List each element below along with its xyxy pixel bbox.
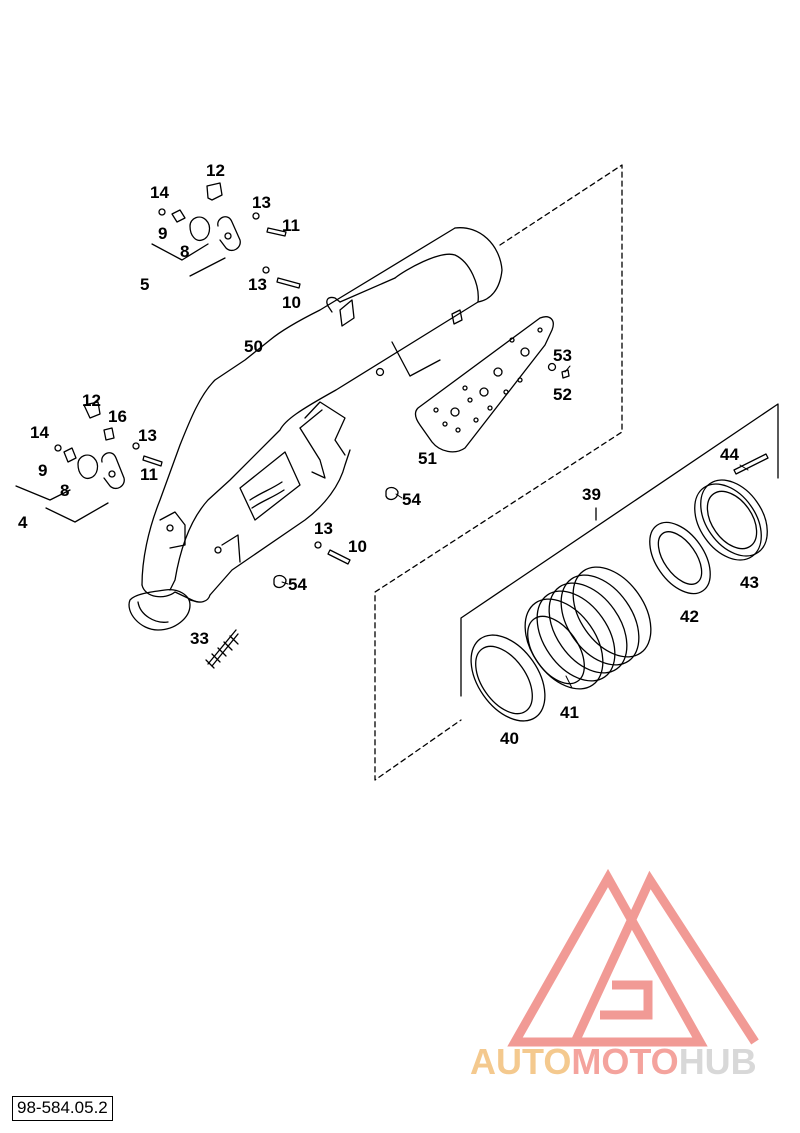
silencer-body — [128, 227, 503, 631]
callout-40: 40 — [500, 729, 519, 748]
callout-9-upper: 9 — [158, 224, 168, 243]
callout-54-upper: 54 — [402, 490, 421, 509]
callout-13-upper-b: 13 — [248, 275, 267, 294]
callout-14-lower: 14 — [30, 423, 49, 442]
callout-41: 41 — [560, 703, 579, 722]
callout-11-lower: 11 — [140, 465, 158, 484]
upper-mount-hardware — [151, 182, 301, 289]
callout-12-lower: 12 — [82, 391, 101, 410]
brand-part-hub: HUB — [678, 1041, 757, 1082]
insert-group-frame — [460, 403, 779, 697]
heat-shield-plate — [414, 309, 554, 453]
callout-8-lower: 8 — [60, 481, 70, 500]
callout-5: 5 — [140, 275, 150, 294]
callout-50: 50 — [244, 337, 263, 356]
brand-wordmark: AUTOMOTOHUB — [470, 1044, 757, 1080]
ring-40 — [470, 634, 546, 722]
callout-10-middle: 10 — [348, 537, 367, 556]
callout-33: 33 — [190, 629, 209, 648]
callout-13-upper: 13 — [252, 193, 271, 212]
callout-14-upper: 14 — [150, 183, 169, 202]
callout-8-upper: 8 — [180, 242, 190, 261]
callout-9-lower: 9 — [38, 461, 48, 480]
brand-part-auto: AUTO — [470, 1041, 572, 1082]
lower-mount-hardware — [15, 401, 163, 523]
part-44-bolt — [733, 453, 769, 475]
ring-42 — [649, 521, 711, 595]
callout-51: 51 — [418, 449, 437, 468]
document-number: 98-584.05.2 — [12, 1096, 113, 1121]
callout-13-middle: 13 — [314, 519, 333, 538]
brand-logo-mark — [507, 868, 759, 1047]
callout-16: 16 — [108, 407, 127, 426]
dashed-assembly-boundary — [374, 164, 623, 781]
callout-43: 43 — [740, 573, 759, 592]
callout-54-lower: 54 — [288, 575, 307, 594]
callout-13-lower: 13 — [138, 426, 157, 445]
callout-52: 52 — [553, 385, 572, 404]
callout-12-upper: 12 — [206, 161, 225, 180]
spring-33 — [205, 629, 239, 669]
callout-53: 53 — [553, 346, 572, 365]
ring-43 — [694, 479, 768, 561]
grommets-and-fasteners — [273, 486, 399, 589]
packing-41 — [524, 566, 652, 690]
callout-10-upper: 10 — [282, 293, 301, 312]
callout-4: 4 — [18, 513, 28, 532]
leader-lines — [281, 365, 749, 689]
callout-44: 44 — [720, 445, 739, 464]
callout-39: 39 — [582, 485, 601, 504]
callout-11-upper: 11 — [282, 216, 300, 235]
callout-42: 42 — [680, 607, 699, 626]
brand-part-moto: MOTO — [571, 1041, 679, 1082]
